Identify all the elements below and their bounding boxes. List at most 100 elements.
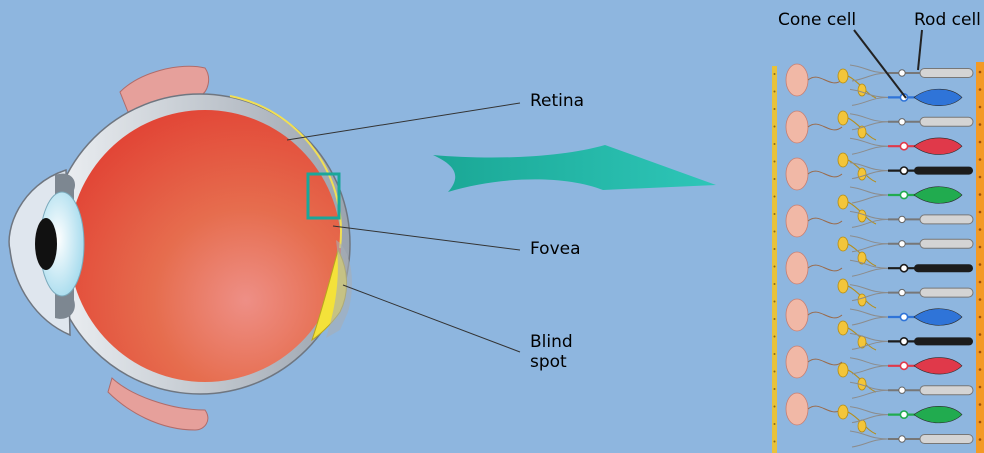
ganglion-axon (808, 312, 842, 318)
synapse-fibre (850, 407, 888, 415)
membrane-granule (774, 178, 776, 180)
bipolar-cell (838, 405, 848, 419)
pigment-granule (979, 176, 982, 179)
membrane-granule (774, 73, 776, 75)
rod-cell-outer-segment (920, 386, 973, 395)
pigment-granule (979, 123, 982, 126)
membrane-granule (774, 388, 776, 390)
synapse-fibre (852, 195, 888, 203)
bipolar-cell (838, 363, 848, 377)
pigment-granule (979, 71, 982, 74)
pigment-granule (979, 298, 982, 301)
membrane-granule (774, 161, 776, 163)
synapse-fibre (850, 382, 888, 390)
cone-cell-outer-segment (914, 89, 962, 106)
cone-cell-outer-segment (914, 309, 962, 326)
synapse-fibre (850, 211, 888, 219)
cone-cell-outer-segment (914, 337, 973, 345)
ganglion-cell (786, 252, 808, 284)
pigment-epithelium (976, 62, 984, 453)
ganglion-cell (786, 393, 808, 425)
retina-cross-section (772, 62, 984, 453)
membrane-granule (774, 231, 776, 233)
membrane-granule (774, 196, 776, 198)
rod-cell-outer-segment (920, 215, 973, 224)
synapse-fibre (852, 73, 888, 81)
fovea-leader-line (333, 226, 520, 250)
synapse-fibre (850, 187, 888, 195)
ganglion-cell (786, 111, 808, 143)
pigment-granule (979, 333, 982, 336)
synapse-fibre (852, 244, 888, 252)
synapse-fibre (852, 122, 888, 130)
membrane-granule (774, 318, 776, 320)
amacrine-cell (858, 84, 866, 96)
membrane-granule (774, 126, 776, 128)
cone-cell-outer-segment (914, 187, 962, 204)
bipolar-cell (838, 69, 848, 83)
retina-leader-line (287, 103, 520, 140)
cone-cell-outer-segment (914, 138, 962, 155)
synapse-fibre (850, 114, 888, 122)
bipolar-cell (838, 279, 848, 293)
bipolar-cell (838, 237, 848, 251)
pupil (35, 218, 57, 270)
cone-cell-nucleus (900, 143, 907, 150)
synapse-fibre (852, 268, 888, 276)
cone-cell-nucleus (900, 338, 907, 345)
pigment-granule (979, 211, 982, 214)
ganglion-axon (808, 265, 842, 271)
pigment-granule (979, 403, 982, 406)
pigment-granule (979, 106, 982, 109)
membrane-granule (774, 91, 776, 93)
blind-spot-label-line2: spot (530, 352, 567, 372)
cone-cell-nucleus (900, 167, 907, 174)
membrane-granule (774, 213, 776, 215)
blind-spot-label: Blind spot (530, 332, 573, 372)
pigment-granule (979, 316, 982, 319)
rod-cell-outer-segment (920, 288, 973, 297)
ganglion-cell (786, 64, 808, 96)
zoom-arrow (433, 145, 716, 192)
rod-cell-nucleus (899, 119, 905, 125)
pigment-granule (979, 386, 982, 389)
fovea-label: Fovea (530, 239, 581, 259)
membrane-granule (774, 283, 776, 285)
ganglion-axon (808, 406, 842, 412)
cone-cell-outer-segment (914, 358, 962, 375)
eyeball-interior (69, 110, 341, 382)
rod-cell-nucleus (899, 289, 905, 295)
membrane-granule (774, 108, 776, 110)
rod-cell-nucleus (899, 387, 905, 393)
pigment-granule (979, 193, 982, 196)
synapse-fibre (852, 171, 888, 179)
cone-cell-nucleus (900, 313, 907, 320)
blind-spot-label-line1: Blind (530, 332, 573, 352)
cone-cell-nucleus (900, 411, 907, 418)
pigment-granule (979, 141, 982, 144)
cone-cell-outer-segment (914, 406, 962, 423)
synapse-fibre (852, 146, 888, 154)
ganglion-axon (808, 171, 842, 177)
synapse-fibre (852, 293, 888, 301)
pigment-granule (979, 158, 982, 161)
synapse-fibre (852, 366, 888, 374)
inner-limiting-membrane (772, 66, 777, 453)
synapse-fibre (850, 358, 888, 366)
cone-cell-outer-segment (914, 167, 973, 175)
cone-cell-nucleus (900, 191, 907, 198)
cone-cell-outer-segment (914, 264, 973, 272)
rod-cell-nucleus (899, 436, 905, 442)
membrane-granule (774, 371, 776, 373)
synapse-fibre (850, 163, 888, 171)
ganglion-axon (808, 124, 842, 130)
bipolar-cell (838, 111, 848, 125)
ganglion-cell (786, 346, 808, 378)
pigment-granule (979, 438, 982, 441)
synapse-fibre (850, 431, 888, 439)
pigment-granule (979, 281, 982, 284)
rod-cell-nucleus (899, 70, 905, 76)
cone-cell-nucleus (900, 362, 907, 369)
